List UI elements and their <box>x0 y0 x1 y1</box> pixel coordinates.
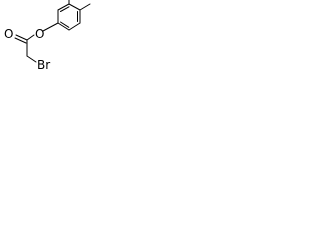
ring-bond <box>57 3 70 11</box>
aryl-oxygen-bond <box>42 22 59 32</box>
ch2-bromine-bond <box>26 55 37 63</box>
ring-bond <box>68 22 81 31</box>
methyl-bond <box>79 3 91 11</box>
ring-double-bond <box>60 21 70 28</box>
ring-bond <box>68 3 81 11</box>
ester-oxygen-label: O <box>35 27 44 41</box>
carbonyl-oxygen-label: O <box>4 27 13 41</box>
ring-bond <box>57 22 70 31</box>
structure-canvas: O O Br <box>0 0 98 78</box>
carbonyl-double-bond <box>14 37 27 44</box>
ring-double-bond <box>60 6 70 12</box>
oxygen-carbonyl-bond <box>26 34 35 41</box>
bromine-label: Br <box>37 58 50 72</box>
molecule-drawing: O O Br <box>4 0 91 72</box>
carbonyl-double-bond <box>15 34 28 41</box>
